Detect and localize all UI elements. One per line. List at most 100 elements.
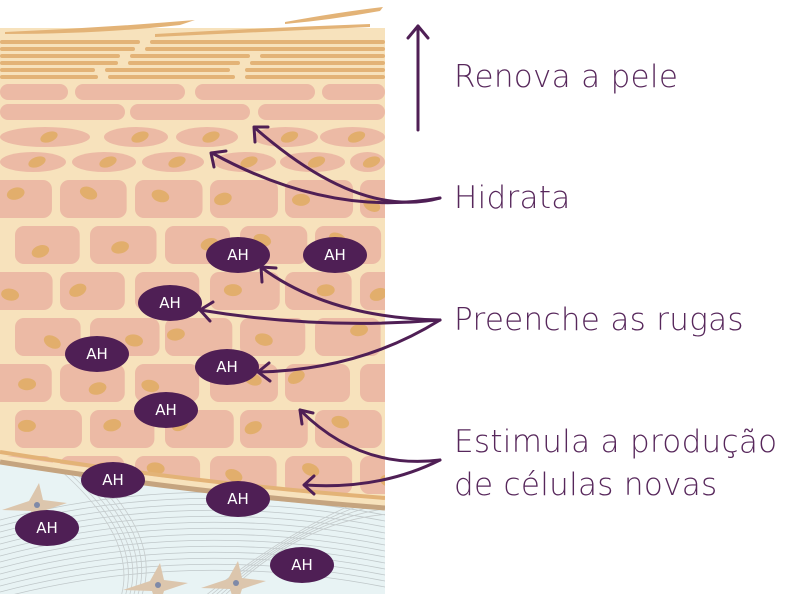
flat-cell <box>0 84 68 100</box>
cell-nucleus <box>125 334 143 347</box>
flat-cell <box>0 104 125 120</box>
hyaluronic-acid-molecule: AH <box>65 336 129 372</box>
cell-nucleus <box>6 187 25 200</box>
fibroblast-nucleus <box>34 502 40 508</box>
hyaluronic-acid-molecule: AH <box>303 237 367 273</box>
spinous-cell <box>240 318 306 356</box>
molecule-label: AH <box>155 401 177 419</box>
skin-flake <box>155 24 370 37</box>
spinous-cell <box>210 272 280 310</box>
cell-nucleus <box>31 245 50 258</box>
corneum-layer <box>108 75 235 79</box>
stimulate-arrows <box>298 408 442 496</box>
molecule-label: AH <box>159 294 181 312</box>
spinous-cell <box>15 410 82 448</box>
molecule-shape <box>206 237 270 273</box>
collagen-fiber <box>0 557 385 587</box>
spinous-cell <box>0 272 53 310</box>
spinous-cell <box>390 226 455 264</box>
spinous-cell <box>90 410 155 448</box>
cell-nucleus <box>214 192 232 206</box>
cell-nucleus <box>43 335 61 349</box>
basal-line <box>0 450 385 500</box>
spinous-cell <box>15 226 80 264</box>
corneum-layer <box>260 54 385 58</box>
cell-nucleus <box>166 328 185 341</box>
cell-nucleus <box>362 156 381 168</box>
hyaluronic-acid-molecule: AH <box>15 510 79 546</box>
cell-nucleus <box>369 287 385 301</box>
molecule-label: AH <box>102 471 124 489</box>
label-stimulate-line2: de células novas <box>454 467 718 503</box>
spinous-cell <box>360 364 385 402</box>
cell-nucleus <box>151 189 170 203</box>
molecule-label: AH <box>86 345 108 363</box>
molecule-label: AH <box>227 490 249 508</box>
spinous-cell <box>60 364 125 402</box>
spinous-cell <box>0 180 52 218</box>
cell-nucleus <box>40 131 58 143</box>
cell-nucleus <box>416 417 437 436</box>
collagen-fiber <box>0 569 385 594</box>
hydrate-arrows <box>209 125 442 205</box>
hyaluronic-acid-molecule: AH <box>270 547 334 583</box>
spinous-cell <box>360 272 385 310</box>
spinous-cell <box>360 456 385 494</box>
spinous-cell <box>60 272 125 310</box>
molecule-shape <box>138 285 202 321</box>
cell-nucleus <box>287 370 305 384</box>
molecule-shape <box>15 510 79 546</box>
cell-nucleus <box>347 131 366 143</box>
spinous-cell <box>165 318 233 356</box>
spinous-cell <box>210 180 278 218</box>
cell-nucleus <box>18 378 37 391</box>
molecule-shape <box>270 547 334 583</box>
skin-flake <box>5 20 195 34</box>
fibroblast-nucleus <box>155 582 161 588</box>
stratum-corneum <box>0 40 385 79</box>
cell-nucleus <box>255 333 273 346</box>
hyaluronic-acid-molecule: AH <box>206 481 270 517</box>
corneum-layer <box>0 75 98 79</box>
molecule-label: AH <box>291 556 313 574</box>
cell-nucleus <box>1 288 20 301</box>
hyaluronic-acid-molecule: AH <box>206 237 270 273</box>
molecule-label: AH <box>324 246 346 264</box>
flat-cell <box>130 104 250 120</box>
hyaluronic-acid-molecule: AH <box>138 285 202 321</box>
fibroblast-cells <box>2 483 266 594</box>
corneum-layer <box>245 75 385 79</box>
cell-nucleus <box>131 131 149 143</box>
molecule-shape <box>206 481 270 517</box>
corneum-layer <box>145 47 385 51</box>
corneum-layer <box>0 61 118 65</box>
collagen-fiber <box>65 469 129 594</box>
cell-nucleus <box>111 241 129 254</box>
cell-nucleus <box>240 156 258 168</box>
flat-cell <box>258 104 385 120</box>
flat-cell <box>195 84 315 100</box>
corneum-layer <box>128 61 240 65</box>
cell-nucleus <box>316 284 335 297</box>
molecule-shape <box>65 336 129 372</box>
spinous-cell <box>240 410 308 448</box>
cell-nucleus <box>302 463 320 477</box>
label-stimulate-line1: Estimula a produção <box>454 424 778 460</box>
hyaluronic-acid-molecule: AH <box>195 349 259 385</box>
cell-nucleus <box>88 382 107 395</box>
corneum-layer <box>245 68 385 72</box>
molecule-label: AH <box>216 358 238 376</box>
cell-nucleus <box>99 156 117 168</box>
corneum-layer <box>150 40 385 44</box>
molecule-label: AH <box>36 519 58 537</box>
cell-nucleus <box>280 131 299 143</box>
corneum-layer <box>130 54 250 58</box>
cell-nucleus <box>421 236 442 252</box>
flat-cell <box>322 84 385 100</box>
cell-nucleus <box>69 283 87 297</box>
molecule-shape <box>303 237 367 273</box>
cell-nucleus <box>168 156 186 168</box>
cell-nucleus <box>202 131 220 143</box>
fibroblast-nucleus <box>233 580 239 586</box>
corneum-layer <box>0 47 135 51</box>
